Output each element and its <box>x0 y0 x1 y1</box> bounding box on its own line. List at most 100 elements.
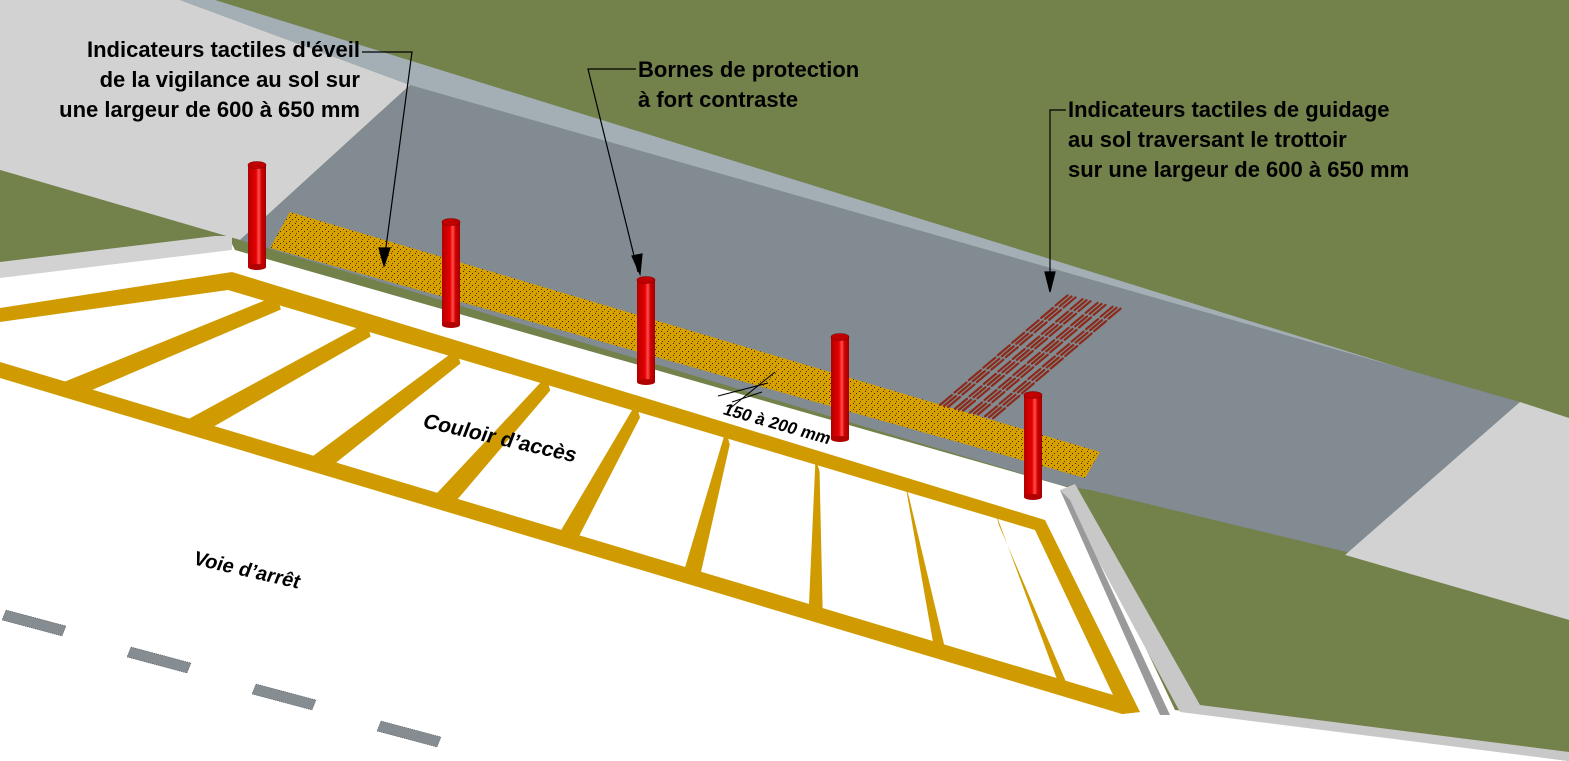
guidance-bar <box>953 397 969 410</box>
guidance-bar <box>982 372 997 385</box>
guidance-bar <box>983 388 998 402</box>
hatch-stripe <box>560 403 640 546</box>
guidance-bar <box>990 358 1005 371</box>
callout-line: Bornes de protection <box>638 57 860 82</box>
guidance-bar <box>1070 314 1085 327</box>
guidance-bar <box>1078 332 1093 345</box>
guidance-bar <box>961 399 977 412</box>
guidance-bar <box>1089 319 1104 332</box>
sidewalk-upper-left <box>0 0 410 240</box>
callout-eveil-vigilance: Indicateurs tactiles d'éveil de la vigil… <box>8 35 360 125</box>
guidance-bar <box>1107 307 1122 320</box>
guidance-bar <box>1034 353 1049 366</box>
guidance-bar <box>976 387 991 400</box>
access-corridor-hatching <box>0 272 1140 714</box>
guidance-bar <box>1085 318 1100 331</box>
guidance-bar <box>953 381 968 394</box>
guidance-bar <box>1092 303 1107 317</box>
guidance-bar <box>967 369 982 382</box>
guidance-bar <box>1044 323 1059 337</box>
guidance-bar <box>997 376 1012 389</box>
callout-line: sur une largeur de 600 à 650 mm <box>1068 157 1410 182</box>
hatch-stripe <box>186 322 371 434</box>
guidance-bar <box>1020 366 1035 379</box>
bollard-top <box>1023 391 1043 399</box>
bollard-top <box>441 218 461 226</box>
guidance-bar <box>1056 342 1071 356</box>
tactile-warning-strip[interactable] <box>270 212 1100 478</box>
lane-dash <box>126 646 192 674</box>
tactile-guidance-tiles[interactable] <box>938 294 1122 420</box>
hatch-stripe <box>684 430 730 584</box>
leader-eveil <box>362 51 413 263</box>
guidance-bar <box>1041 355 1056 368</box>
guidance-bar <box>1059 311 1074 324</box>
guidance-bar <box>1030 336 1045 349</box>
bollard-base <box>248 264 266 270</box>
guidance-bar <box>986 357 1001 370</box>
guidance-bar <box>1030 352 1045 365</box>
guidance-bar <box>1040 306 1055 319</box>
callout-line: à fort contraste <box>638 87 799 112</box>
guidance-bar <box>968 385 983 398</box>
guidance-bar <box>1012 380 1027 393</box>
callout-bornes: Bornes de protection à fort contraste <box>638 55 859 115</box>
lane-dashes <box>1 609 442 748</box>
guidance-bar <box>986 373 1001 386</box>
guidance-bar <box>1074 315 1089 328</box>
guidance-bar <box>996 344 1011 357</box>
callout-line: une largeur de 600 à 650 mm <box>59 97 360 122</box>
guidance-bar <box>938 393 954 407</box>
guidance-bar <box>1073 299 1088 312</box>
bollard-base <box>637 379 655 385</box>
guidance-bar <box>1099 305 1114 318</box>
lane-dash <box>1 609 67 637</box>
guidance-bar <box>1055 326 1070 339</box>
guidance-bar <box>1069 298 1084 311</box>
guidance-bar <box>1049 357 1064 370</box>
guidance-bar <box>1040 322 1055 336</box>
guidance-bar <box>1015 348 1030 362</box>
bollard-base <box>831 436 849 442</box>
hatch-stripe <box>435 376 551 509</box>
guidance-bar <box>1048 324 1063 338</box>
guidance-bar <box>1041 339 1056 352</box>
curb-right <box>1060 484 1569 761</box>
guidance-bar <box>971 370 986 383</box>
leader-lines <box>362 51 1066 293</box>
bollard <box>1023 391 1043 500</box>
guidance-bar <box>1015 332 1030 345</box>
guidance-bar <box>1048 308 1063 321</box>
guidance-bar <box>1103 306 1118 319</box>
guidance-bar <box>1002 393 1017 406</box>
guidance-bar <box>1016 365 1031 378</box>
callout-line: de la vigilance au sol sur <box>99 67 360 92</box>
guidance-bar <box>1063 328 1078 341</box>
guidance-bar <box>1054 294 1069 307</box>
guidance-bar <box>957 382 972 395</box>
lane-dash <box>251 683 317 711</box>
curb-left <box>0 236 232 278</box>
hatch-border-top <box>0 272 1140 714</box>
guidance-bar <box>1077 300 1092 313</box>
lane-dash <box>376 720 442 748</box>
guidance-bar <box>1005 362 1020 375</box>
guidance-bar <box>1005 378 1020 391</box>
guidance-bar <box>1070 330 1085 343</box>
callout-line: au sol traversant le trottoir <box>1068 127 1347 152</box>
bollard-top <box>830 333 850 341</box>
dimension-marker <box>717 371 776 411</box>
bollard-body <box>248 165 266 267</box>
callout-guidage: Indicateurs tactiles de guidage au sol t… <box>1068 95 1409 185</box>
guidance-bar <box>1060 343 1075 357</box>
guidance-bar <box>1064 344 1079 358</box>
guidance-bar <box>1011 331 1026 344</box>
guidance-bar <box>1000 345 1015 358</box>
guidance-bar <box>1074 331 1089 344</box>
guidance-bar <box>1035 369 1050 383</box>
guidance-bar <box>946 395 962 409</box>
guidance-bar <box>982 356 997 369</box>
bollard-base <box>442 322 460 328</box>
guidance-bar <box>987 406 1003 419</box>
